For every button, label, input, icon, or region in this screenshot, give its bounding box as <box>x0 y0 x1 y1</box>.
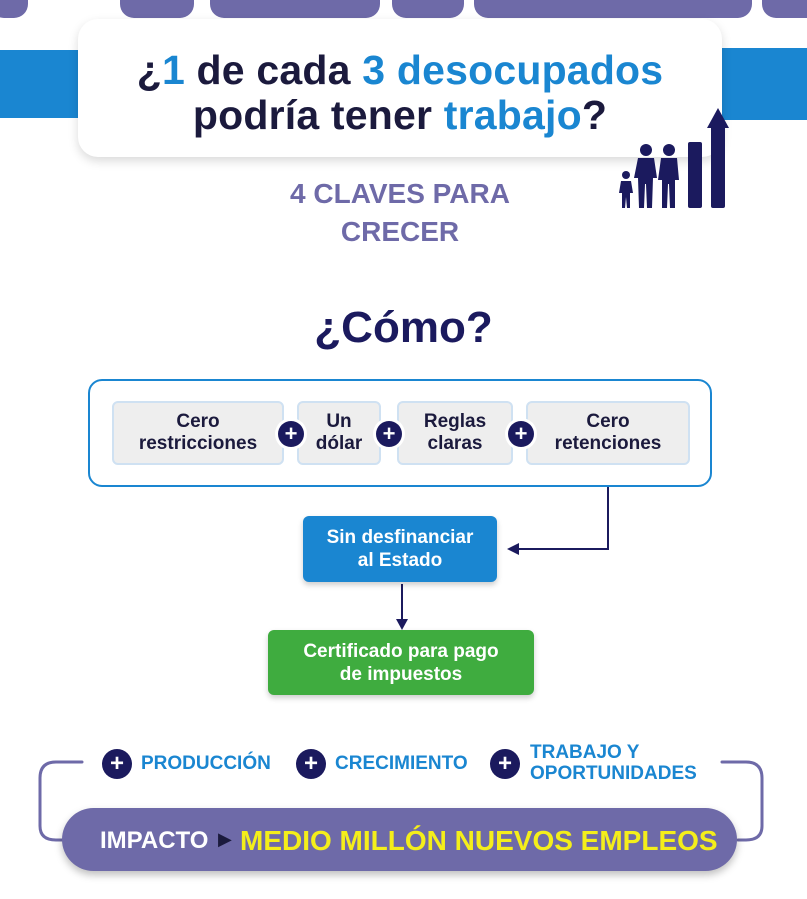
top-tab-decor <box>474 0 752 18</box>
key-label: Cero <box>176 411 220 432</box>
key-label: restricciones <box>138 433 258 454</box>
arrowhead-down-icon <box>396 619 408 630</box>
plus-icon: + <box>508 421 534 447</box>
plus-icon: + <box>296 749 326 779</box>
top-tab-decor <box>392 0 464 18</box>
growth-bars-arrow-icon <box>688 108 729 208</box>
blue-band-left <box>0 50 82 118</box>
flow-step-label: de impuestos <box>339 663 463 685</box>
top-tab-decor <box>762 0 807 18</box>
key-label: Un <box>326 411 352 432</box>
plus-icon: + <box>102 749 132 779</box>
flow-step-label: Certificado para pago <box>303 640 499 662</box>
blue-band-right <box>718 48 807 120</box>
flow-step-label: Sin desfinanciar <box>326 527 474 548</box>
benefit-produccion: PRODUCCIÓN <box>141 753 271 774</box>
top-tab-decor <box>210 0 380 18</box>
headline-segment: trabajo <box>443 92 582 138</box>
headline-segment: ¿ <box>136 47 162 93</box>
plus-icon: + <box>278 421 304 447</box>
impact-value: MEDIO MILLÓN NUEVOS EMPLEOS <box>240 825 718 856</box>
headline-segment: ? <box>581 92 608 138</box>
headline-segment: podría tener <box>192 92 444 138</box>
arrowhead-left-icon <box>507 543 519 555</box>
family-icon <box>619 144 679 208</box>
headline-line-2: podría tener trabajo? <box>78 92 722 139</box>
flow-step-label: al Estado <box>357 550 443 571</box>
subtitle-line-2: CRECER <box>340 216 460 247</box>
connector-keys-to-step1 <box>518 487 609 550</box>
bracket-right <box>720 760 764 842</box>
family-growth-icon <box>612 104 742 210</box>
plus-icon: + <box>376 421 402 447</box>
key-label: claras <box>427 433 483 454</box>
key-label: dólar <box>315 433 363 454</box>
headline-segment: 1 <box>161 47 185 93</box>
subtitle-line-1: 4 CLAVES PARA <box>290 178 510 209</box>
impact-label: IMPACTO <box>100 827 209 854</box>
headline-segment: 3 desocupados <box>362 47 664 93</box>
question-heading: ¿Cómo? <box>314 303 493 352</box>
headline-card: ¿1 de cada 3 desocupados podría tener tr… <box>78 19 722 157</box>
headline-line-1: ¿1 de cada 3 desocupados <box>78 47 722 94</box>
key-label: Reglas <box>423 411 487 432</box>
top-tab-decor <box>0 0 28 18</box>
bracket-left <box>38 760 84 842</box>
play-arrow-icon: ▶ <box>218 829 232 849</box>
plus-icon: + <box>490 749 520 779</box>
benefit-label: OPORTUNIDADES <box>530 763 697 784</box>
headline-segment: de cada <box>184 47 363 93</box>
benefit-label: TRABAJO Y <box>530 742 640 763</box>
key-label: Cero <box>586 411 630 432</box>
top-tab-decor <box>120 0 194 18</box>
benefit-crecimiento: CRECIMIENTO <box>335 753 468 774</box>
key-label: retenciones <box>554 433 662 454</box>
impact-bar: IMPACTO ▶ MEDIO MILLÓN NUEVOS EMPLEOS <box>62 808 737 871</box>
